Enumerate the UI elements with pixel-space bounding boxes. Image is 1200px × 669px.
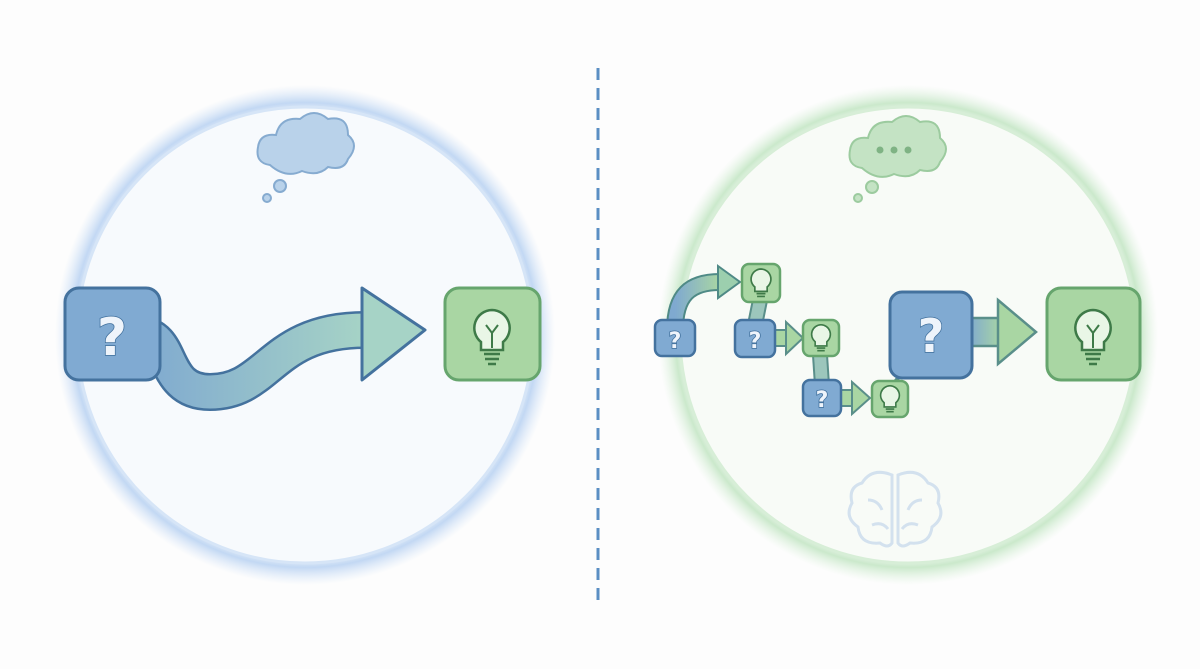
lightbulb-box-icon — [1045, 286, 1142, 382]
question-box-icon: ? — [888, 290, 974, 380]
question-box-icon: ? — [801, 378, 843, 418]
question-box-icon: ? — [733, 318, 777, 359]
lightbulb-box-icon — [443, 286, 542, 382]
thought-cloud-dots-icon — [848, 115, 947, 203]
lightbulb-box-icon — [801, 318, 841, 358]
lightbulb-box-icon — [740, 262, 782, 304]
lightbulb-icon — [1074, 308, 1112, 366]
question-box-icon: ? — [63, 286, 162, 382]
lightbulb-icon — [473, 308, 511, 366]
svg-text:?: ? — [749, 329, 762, 354]
thought-cloud-icon — [256, 112, 355, 203]
brain-icon — [847, 470, 943, 548]
svg-text:?: ? — [816, 388, 829, 413]
lightbulb-icon — [879, 384, 901, 413]
question-mark: ? — [97, 308, 127, 368]
arrow-icon — [996, 297, 1038, 367]
arrow-icon — [785, 319, 805, 357]
svg-text:?: ? — [918, 309, 945, 363]
lightbulb-icon — [810, 323, 832, 352]
arrow-icon — [717, 264, 742, 300]
question-box-icon: ? — [653, 318, 697, 358]
arrow-icon — [851, 379, 872, 417]
curved-arrow-icon — [121, 286, 427, 412]
lightbulb-box-icon — [870, 379, 910, 419]
lightbulb-icon — [750, 268, 772, 298]
svg-text:?: ? — [669, 329, 682, 354]
